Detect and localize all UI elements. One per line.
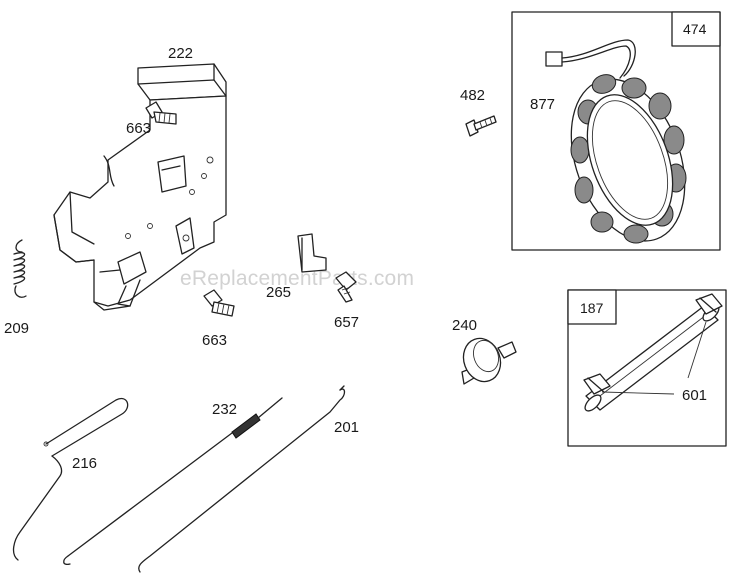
rod-216-drawing[interactable] (12, 397, 129, 561)
part-label-187: 187 (580, 300, 604, 316)
wire-232-drawing[interactable] (63, 397, 283, 566)
part-label-265: 265 (266, 284, 291, 301)
part-label-601: 601 (682, 387, 707, 404)
alternator-877-drawing[interactable] (545, 39, 706, 257)
part-label-474: 474 (683, 21, 707, 37)
bolt-657-drawing[interactable] (335, 271, 357, 303)
fuel-filter-240-drawing[interactable] (458, 333, 517, 387)
part-label-877: 877 (530, 96, 555, 113)
fuel-line-box-tab (567, 289, 617, 325)
part-label-482: 482 (460, 87, 485, 104)
part-label-663-upper: 663 (126, 120, 151, 137)
bolt-663-upper-drawing[interactable] (145, 101, 177, 125)
part-label-222: 222 (168, 45, 193, 62)
part-label-240: 240 (452, 317, 477, 334)
part-label-232: 232 (212, 401, 237, 418)
control-bracket-drawing[interactable] (53, 63, 227, 311)
part-label-216: 216 (72, 455, 97, 472)
alternator-box-tab (671, 11, 721, 47)
bolt-663-lower-drawing[interactable] (203, 289, 235, 317)
part-label-657: 657 (334, 314, 359, 331)
part-label-201: 201 (334, 419, 359, 436)
part-label-663-lower: 663 (202, 332, 227, 349)
spring-209-drawing[interactable] (13, 239, 27, 298)
hose-clamps-601-drawing[interactable] (583, 293, 723, 395)
rod-201-drawing[interactable] (138, 385, 346, 573)
clip-265-drawing[interactable] (297, 233, 327, 273)
part-label-209: 209 (4, 320, 29, 337)
screw-482-drawing[interactable] (465, 115, 497, 137)
watermark-text: eReplacementParts.com (180, 267, 414, 290)
